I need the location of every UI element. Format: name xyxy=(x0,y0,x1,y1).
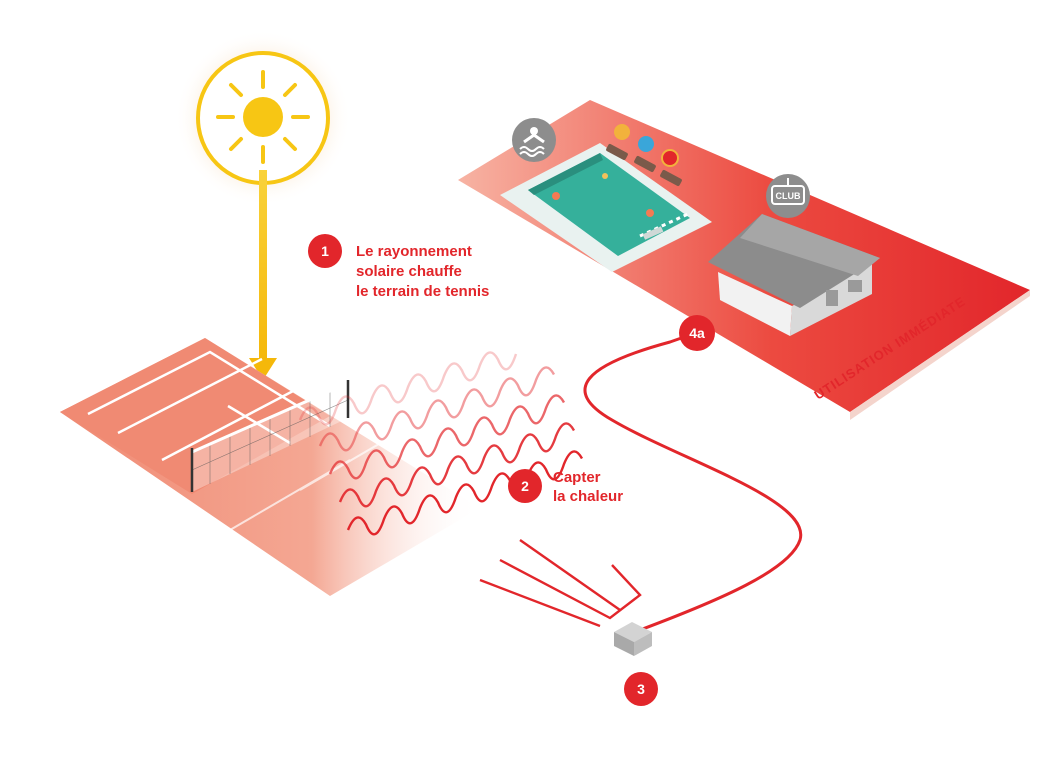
step-number: 3 xyxy=(637,681,645,697)
sunbeds xyxy=(606,124,682,186)
step-1-line-1: Le rayonnement xyxy=(356,243,472,260)
step-2-line-1: Capter xyxy=(553,469,601,486)
house-front-wall xyxy=(718,272,792,336)
tennis-net xyxy=(190,380,350,492)
step-badge xyxy=(624,672,658,706)
step-2-line-2: la chaleur xyxy=(553,488,623,505)
swimmer xyxy=(646,209,654,217)
step-4a: 4a xyxy=(679,315,715,351)
step-badge xyxy=(308,234,342,268)
heat-exchanger-box xyxy=(614,622,652,656)
sunbed xyxy=(606,144,628,160)
step-1-text: Le rayonnement solaire chauffe le terrai… xyxy=(356,243,489,300)
sun-rays xyxy=(216,70,310,164)
coil-row xyxy=(346,450,584,536)
coil-row xyxy=(338,422,576,508)
pool-diving-board xyxy=(642,226,664,240)
house-window xyxy=(848,280,862,292)
sun-beam-arrow xyxy=(249,170,277,380)
step-badge xyxy=(679,315,715,351)
sun-icon xyxy=(175,30,351,206)
court-half xyxy=(60,338,330,494)
step-2: 2 Capter la chaleur xyxy=(508,469,623,505)
parasol xyxy=(661,149,679,167)
collector-pipes xyxy=(479,539,642,628)
coil-row xyxy=(328,394,566,480)
step-number: 1 xyxy=(321,243,329,259)
step-1-line-2: solaire chauffe xyxy=(356,263,462,280)
sunbed xyxy=(634,156,656,172)
step-number: 2 xyxy=(521,478,529,494)
step-number: 4a xyxy=(689,325,705,341)
club-house xyxy=(708,214,880,336)
step-1: 1 Le rayonnement solaire chauffe le terr… xyxy=(308,234,489,300)
pool-inner-wall xyxy=(528,153,603,195)
house-roof-ridge xyxy=(740,214,880,276)
heat-capture-coil xyxy=(298,351,584,536)
step-2-text: Capter la chaleur xyxy=(553,469,623,505)
swimming-pool xyxy=(500,143,712,272)
house-door xyxy=(826,290,838,306)
step-badge xyxy=(508,469,542,503)
step-1-line-3: le terrain de tennis xyxy=(356,283,489,300)
platform-edge xyxy=(850,290,1030,420)
parasol xyxy=(638,136,654,152)
court-lines xyxy=(87,350,331,462)
swimmer xyxy=(552,192,560,200)
tennis-court xyxy=(60,338,480,596)
club-sign-text: CLUB xyxy=(776,191,801,201)
sun-core xyxy=(243,97,283,137)
coil-row xyxy=(298,351,518,426)
sunbed xyxy=(660,170,682,186)
step-3: 3 xyxy=(624,672,658,706)
distribution-pipe xyxy=(583,333,803,632)
court-surface xyxy=(60,338,480,596)
swimmer xyxy=(602,173,608,179)
coil-row xyxy=(318,366,556,452)
pool-swimmer-icon xyxy=(512,118,556,162)
parasol xyxy=(614,124,630,140)
club-sign-icon: CLUB xyxy=(766,174,810,218)
